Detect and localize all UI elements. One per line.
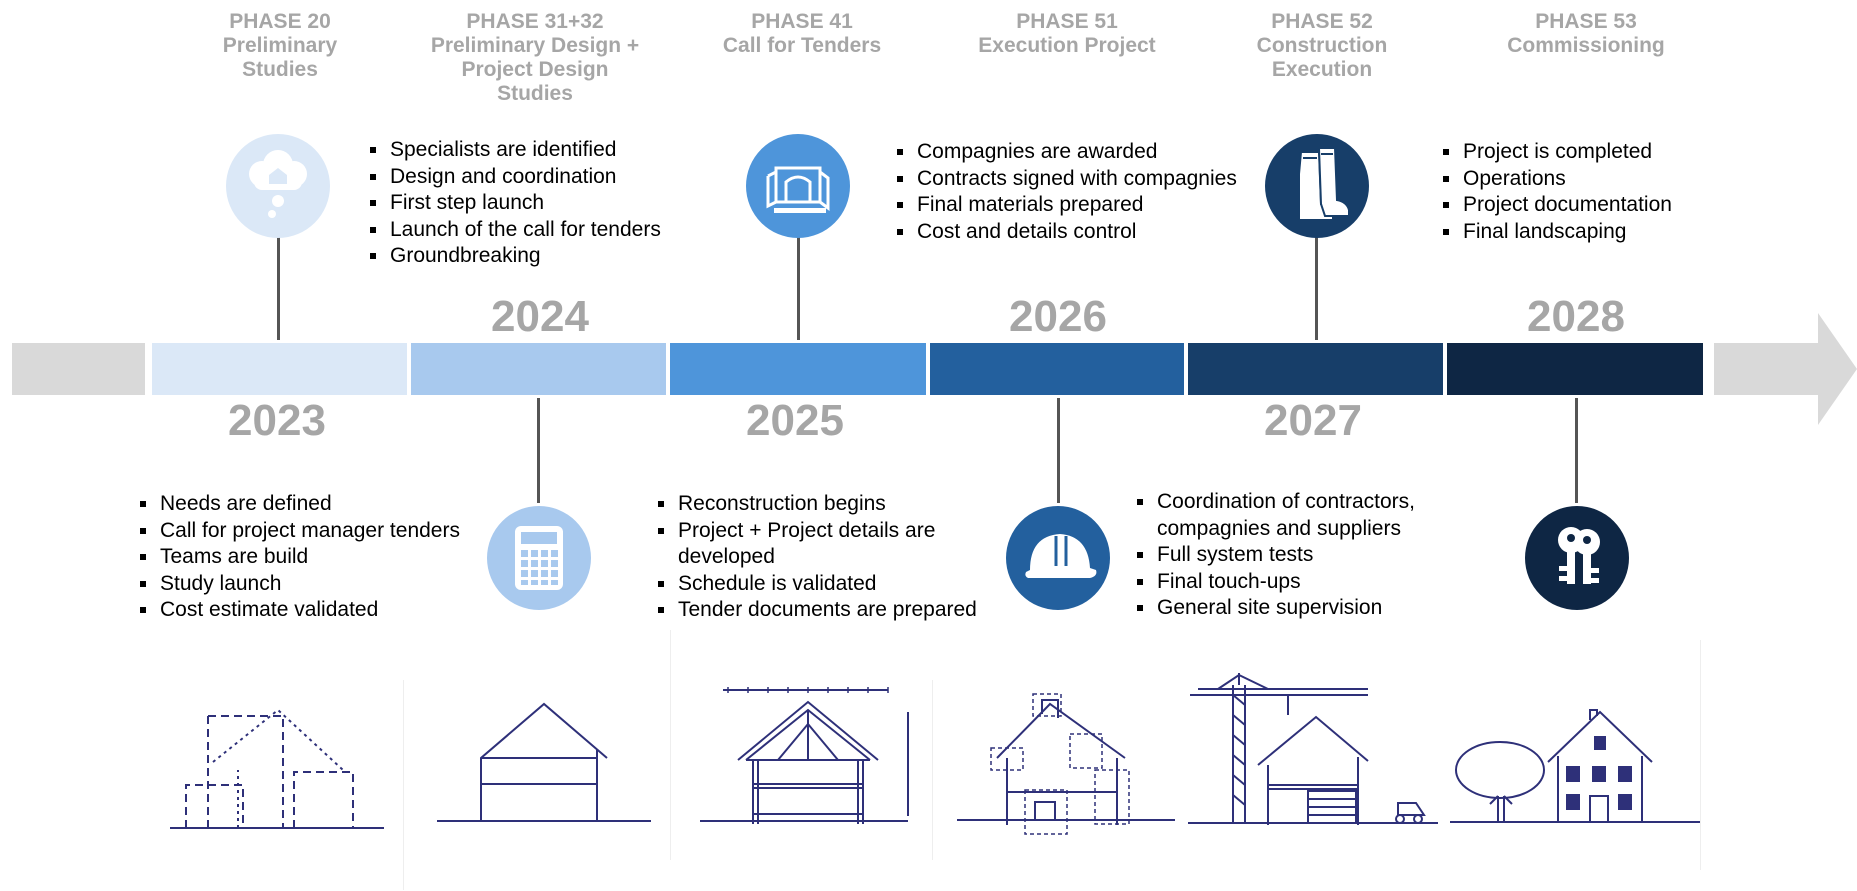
house-outline-sketch	[170, 708, 384, 829]
phase-code: PHASE 53	[1535, 10, 1637, 33]
bullet-item: General site supervision	[1135, 595, 1455, 622]
hard-hat-icon	[1006, 506, 1110, 610]
bullet-item: Compagnies are awarded	[895, 139, 1237, 166]
bullet-item: Launch of the call for tenders	[368, 217, 661, 244]
roof-truss-sketch	[700, 687, 909, 824]
year-2028: 2028	[1527, 292, 1625, 341]
bullet-item: First step launch	[368, 190, 661, 217]
keys-icon	[1525, 506, 1629, 610]
phase-header-53: PHASE 53 Commissioning	[1466, 10, 1706, 58]
column-divider	[403, 680, 404, 890]
phase-header-52: PHASE 52 Construction Execution	[1202, 10, 1442, 82]
phase-name: Commissioning	[1507, 34, 1665, 57]
timeline-segment-2024	[411, 343, 666, 395]
connector-line	[1315, 235, 1318, 340]
bullet-item: Cost and details control	[895, 219, 1237, 246]
year-2023: 2023	[228, 396, 326, 445]
bullet-item: Specialists are identified	[368, 137, 661, 164]
phase-name: Call for Tenders	[722, 34, 882, 57]
phase-code: PHASE 20	[229, 10, 331, 33]
phase-code: PHASE 41	[751, 10, 853, 33]
construction-site-sketch	[1188, 673, 1438, 825]
phase-header-51: PHASE 51 Execution Project	[947, 10, 1187, 58]
bullet-item: Final touch-ups	[1135, 569, 1455, 596]
phase-header-31-32: PHASE 31+32 Preliminary Design + Project…	[415, 10, 655, 106]
bullet-item: Project documentation	[1441, 192, 1672, 219]
timeline-start-segment	[12, 343, 145, 395]
bullets-2024: Specialists are identified Design and co…	[368, 137, 661, 270]
connector-line	[1575, 398, 1578, 503]
phase-header-20: PHASE 20 Preliminary Studies	[160, 10, 400, 82]
bullet-item: Call for project manager tenders	[138, 518, 460, 545]
phase-name: Preliminary Design + Project Design Stud…	[430, 34, 640, 105]
house-frame-sketch	[437, 702, 651, 822]
column-divider	[670, 630, 671, 860]
connector-line	[1057, 398, 1060, 503]
bullet-item: Study launch	[138, 571, 460, 598]
connector-line	[537, 398, 540, 503]
bullet-item: Teams are build	[138, 544, 460, 571]
bullets-2023: Needs are defined Call for project manag…	[138, 491, 460, 624]
timeline-segment-2028	[1447, 343, 1703, 395]
phase-header-41: PHASE 41 Call for Tenders	[682, 10, 922, 58]
bullet-item: Operations	[1441, 166, 1672, 193]
calculator-icon	[487, 506, 591, 610]
timeline-segment-2027	[1188, 343, 1443, 395]
timeline-arrow-icon	[1714, 313, 1857, 425]
blueprint-rolls-icon	[746, 134, 850, 238]
phase-name: Execution Project	[978, 34, 1156, 57]
phase-code: PHASE 52	[1271, 10, 1373, 33]
bullet-item: Final landscaping	[1441, 219, 1672, 246]
bullets-2027: Coordination of contractors, compagnies …	[1135, 489, 1455, 622]
year-2025: 2025	[746, 396, 844, 445]
bullets-2028: Project is completed Operations Project …	[1441, 139, 1672, 245]
connector-line	[797, 235, 800, 340]
bullet-item: Reconstruction begins	[656, 491, 1016, 518]
bullet-item: Needs are defined	[138, 491, 460, 518]
finished-house-sketch	[1450, 709, 1700, 823]
bullet-item: Contracts signed with compagnies	[895, 166, 1237, 193]
bullet-item: Project + Project details are developed	[656, 518, 1016, 571]
bullet-item: Cost estimate validated	[138, 597, 460, 624]
bullets-2026: Compagnies are awarded Contracts signed …	[895, 139, 1237, 245]
bullets-2025: Reconstruction begins Project + Project …	[656, 491, 1016, 624]
phase-code: PHASE 31+32	[466, 10, 604, 33]
phase-name: Construction Execution	[1256, 34, 1388, 81]
bullet-item: Coordination of contractors, compagnies …	[1135, 489, 1455, 542]
bullet-item: Groundbreaking	[368, 243, 661, 270]
thought-cloud-house-icon	[226, 134, 330, 238]
bullet-item: Design and coordination	[368, 164, 661, 191]
connector-line	[277, 235, 280, 340]
year-2027: 2027	[1264, 396, 1362, 445]
column-divider	[1700, 640, 1701, 870]
house-interior-sketch	[957, 693, 1175, 835]
bullet-item: Full system tests	[1135, 542, 1455, 569]
timeline-segment-2026	[930, 343, 1184, 395]
column-divider	[932, 680, 933, 860]
year-2026: 2026	[1009, 292, 1107, 341]
rubber-boots-icon	[1265, 134, 1369, 238]
bullet-item: Schedule is validated	[656, 571, 1016, 598]
bullet-item: Tender documents are prepared	[656, 597, 1016, 624]
bullet-item: Final materials prepared	[895, 192, 1237, 219]
year-2024: 2024	[491, 292, 589, 341]
timeline-segment-2023	[152, 343, 407, 395]
phase-code: PHASE 51	[1016, 10, 1118, 33]
phase-name: Preliminary Studies	[222, 34, 338, 81]
bullet-item: Project is completed	[1441, 139, 1672, 166]
timeline-segment-2025	[670, 343, 926, 395]
